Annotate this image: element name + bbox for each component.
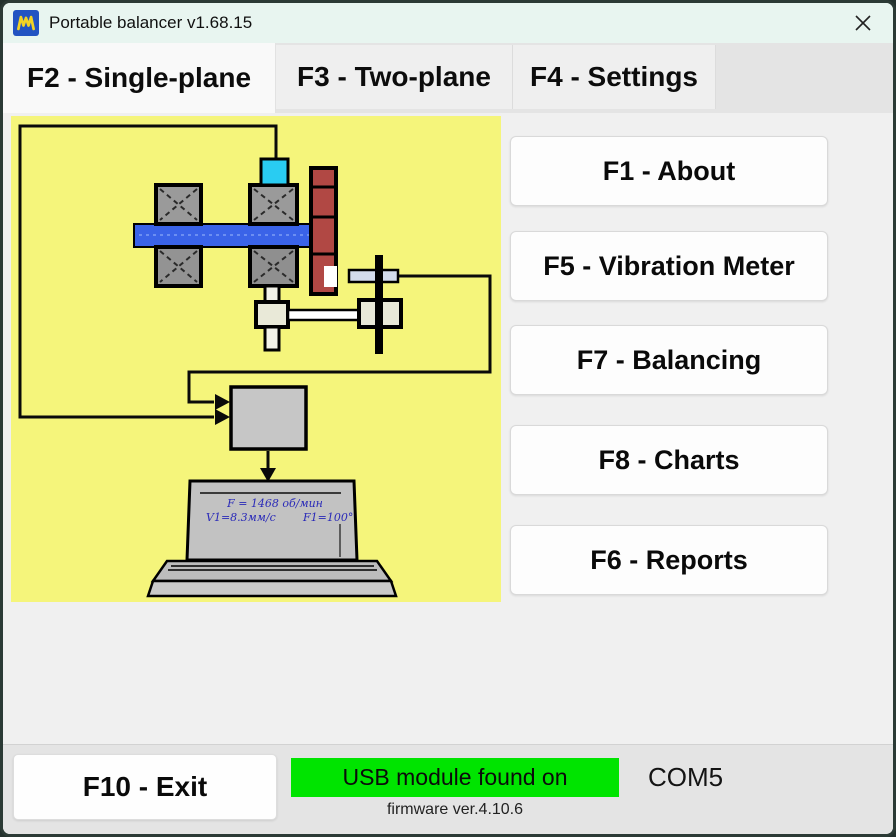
exit-button[interactable]: F10 - Exit	[13, 754, 277, 820]
laptop: F = 1468 об/мин V1=8.3мм/с F1=100°	[146, 479, 398, 598]
rotor-disc	[309, 166, 338, 296]
laptop-screen-line2b: F1=100°	[302, 511, 353, 524]
charts-button[interactable]: F8 - Charts	[510, 425, 828, 495]
vibration-meter-button[interactable]: F5 - Vibration Meter	[510, 231, 828, 301]
about-button[interactable]: F1 - About	[510, 136, 828, 206]
wire-arrowheads	[215, 394, 230, 425]
reports-button[interactable]: F6 - Reports	[510, 525, 828, 595]
laptop-screen-line2a: V1=8.3мм/с	[206, 511, 276, 524]
title-bar: Portable balancer v1.68.15	[3, 3, 893, 43]
left-bearing	[154, 183, 203, 288]
tab-single-plane[interactable]: F2 - Single-plane	[3, 43, 276, 113]
right-bearing	[248, 183, 299, 288]
status-bar: F10 - Exit USB module found on COM5 firm…	[3, 744, 893, 834]
close-icon[interactable]	[841, 5, 885, 41]
optical-sensor	[347, 268, 400, 284]
main-panel: F = 1468 об/мин V1=8.3мм/с F1=100° F1 - …	[3, 113, 893, 748]
vibration-sensor	[254, 284, 290, 352]
balancing-button[interactable]: F7 - Balancing	[510, 325, 828, 395]
com-port-label: COM5	[648, 762, 724, 792]
tab-settings[interactable]: F4 - Settings	[513, 45, 716, 109]
wires	[18, 124, 492, 419]
firmware-version-label: firmware ver.4.10.6	[386, 801, 524, 818]
usb-status-badge: USB module found on	[291, 758, 619, 797]
rotor-shaft	[133, 223, 314, 248]
tacho-sensor	[259, 157, 290, 187]
disc-reflective-mark	[324, 266, 337, 287]
tab-bar: F2 - Single-plane F3 - Two-plane F4 - Se…	[3, 43, 893, 113]
laptop-screen-line1: F = 1468 об/мин	[226, 497, 323, 510]
window-title: Portable balancer v1.68.15	[49, 13, 253, 32]
usb-module-box	[229, 385, 308, 482]
sensor-stand	[286, 255, 403, 354]
app-logo-icon	[13, 10, 39, 36]
balancer-schematic-image: F = 1468 об/мин V1=8.3мм/с F1=100°	[11, 116, 501, 607]
tab-two-plane[interactable]: F3 - Two-plane	[276, 45, 513, 109]
